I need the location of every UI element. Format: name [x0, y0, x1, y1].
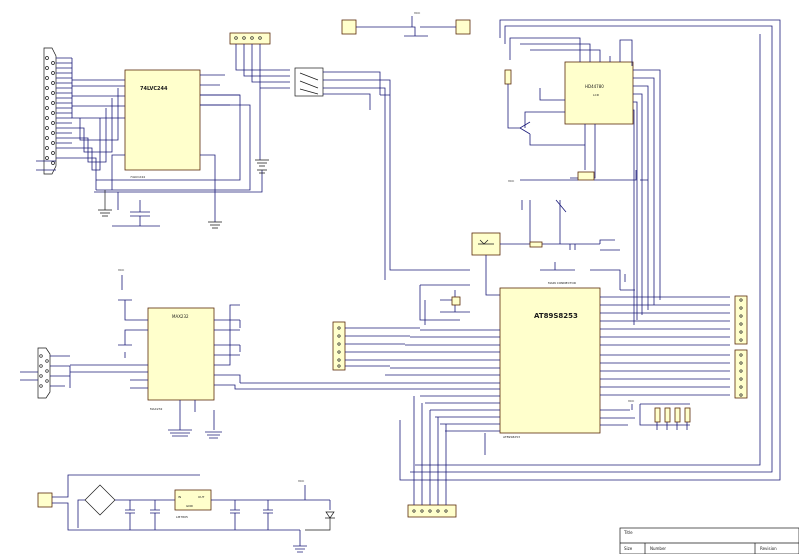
crystal-oscillator: [419, 284, 470, 325]
wire-bus-outer: [380, 19, 781, 481]
lcd-contrast: VCC: [504, 69, 648, 183]
rs232-sub: MAX232: [150, 407, 163, 411]
dip-switch: [294, 67, 470, 280]
mcu-label: AT89S8253: [534, 312, 578, 320]
main-connector-label: MAIN CONNECTOR: [548, 281, 576, 285]
vcc-label-psu: VCC: [298, 479, 304, 483]
title-block-title: Title: [623, 530, 633, 535]
rs232-chip: MAX232 MAX232 VCC: [70, 268, 245, 439]
reset-circuit: [471, 199, 620, 296]
buffer-cap: [112, 192, 160, 227]
title-block-revision: Revision: [760, 546, 777, 551]
regulator-gnd: GND: [186, 504, 194, 508]
vcc-label-top: VCC: [414, 11, 420, 15]
buffer-label: 74LVC244: [140, 86, 168, 92]
ground-symbols: [98, 159, 269, 229]
title-block: Title Size Number Revision: [619, 527, 799, 554]
rs232-label: MAX232: [172, 314, 189, 319]
header-bottom: [407, 396, 457, 518]
regulator-sub: LM7805: [176, 515, 188, 519]
wire-bus-parallel: [71, 58, 263, 193]
header-middle: [332, 321, 420, 371]
db9-connector: [20, 347, 71, 399]
lcd-sub: LCD: [593, 93, 600, 97]
header-top: [229, 32, 290, 160]
port-connectors-right: [734, 295, 748, 399]
parallel-port-connector: [36, 47, 72, 175]
top-power-jumpers: VCC: [341, 11, 471, 37]
mcu-chip: AT89S8253 AT89S8253: [240, 287, 730, 455]
title-block-size: Size: [624, 546, 633, 551]
power-supply: IN OUT GND LM7805 VCC: [37, 474, 335, 553]
regulator-in: IN: [178, 495, 181, 499]
lcd-label: HD44780: [585, 84, 604, 89]
buffer-chip: 74LVC244 74LVC244: [111, 69, 240, 222]
vcc-label-pullup: VCC: [628, 399, 634, 403]
vcc-label-rs232: VCC: [118, 268, 124, 272]
buffer-sub: 74LVC244: [130, 175, 145, 179]
mcu-sub: AT89S8253: [503, 435, 520, 439]
mcu-top-switch: MAIN CONNECTOR: [540, 262, 635, 291]
regulator-out: OUT: [198, 495, 205, 499]
vcc-label-lcd: VCC: [508, 179, 514, 183]
title-block-number: Number: [650, 546, 666, 551]
lcd-module: HD44780 LCD: [509, 37, 661, 325]
pullup-resistors: VCC: [628, 399, 691, 430]
